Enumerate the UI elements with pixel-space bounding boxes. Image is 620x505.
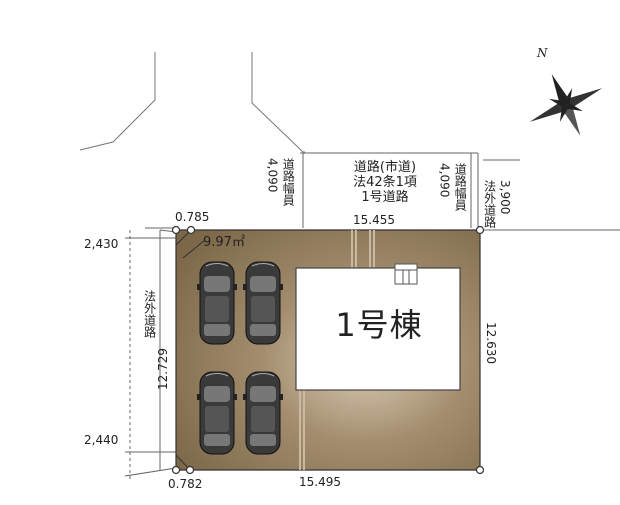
building-label: 1号棟 xyxy=(335,306,423,344)
road-width-right-label: 道路幅員 xyxy=(453,163,468,211)
north-label: N xyxy=(537,46,548,60)
dim-corner-top-left: 0.785 xyxy=(175,210,210,224)
dim-bottom-frontage: 15.495 xyxy=(299,475,341,489)
area-label: 9.97㎡ xyxy=(203,235,245,250)
dim-top-frontage: 15.455 xyxy=(353,213,395,227)
road-width-left-value: 4,090 xyxy=(265,158,280,193)
road-line-2: 法42条1項 xyxy=(353,175,417,190)
dim-left-side: 12.729 xyxy=(156,348,170,390)
dim-right-side: 12.630 xyxy=(484,322,498,364)
road-lines xyxy=(145,152,620,231)
road-line-1: 道路(市道) xyxy=(353,160,417,175)
north-compass-icon xyxy=(529,74,603,136)
dim-corner-bottom-left: 0.782 xyxy=(168,477,203,491)
upper-road-lines xyxy=(79,52,305,153)
road-description: 道路(市道) 法42条1項 1号道路 xyxy=(310,160,460,205)
road-width-right-value: 4,090 xyxy=(437,163,452,198)
road-width-left-label: 道路幅員 xyxy=(281,158,296,206)
outside-road-left-label: 法外道路 xyxy=(142,290,157,338)
outside-road-right-width: 3,900 xyxy=(498,180,513,215)
dim-left-bottom-offset: 2,440 xyxy=(84,433,119,447)
road-width-left: 道路幅員 4,090 xyxy=(265,158,296,206)
road-width-right: 道路幅員 4,090 xyxy=(437,163,468,211)
outside-road-right: 3,900 法外道路 xyxy=(482,180,513,228)
left-road-lines xyxy=(124,229,177,480)
boundary-markers xyxy=(171,225,485,475)
dim-left-top-offset: 2,430 xyxy=(84,237,119,251)
outside-road-right-label: 法外道路 xyxy=(482,180,497,228)
road-line-3: 1号道路 xyxy=(361,190,409,205)
entry-lines xyxy=(299,230,375,470)
building-footprint xyxy=(295,267,461,391)
entrance-mark xyxy=(394,263,418,285)
